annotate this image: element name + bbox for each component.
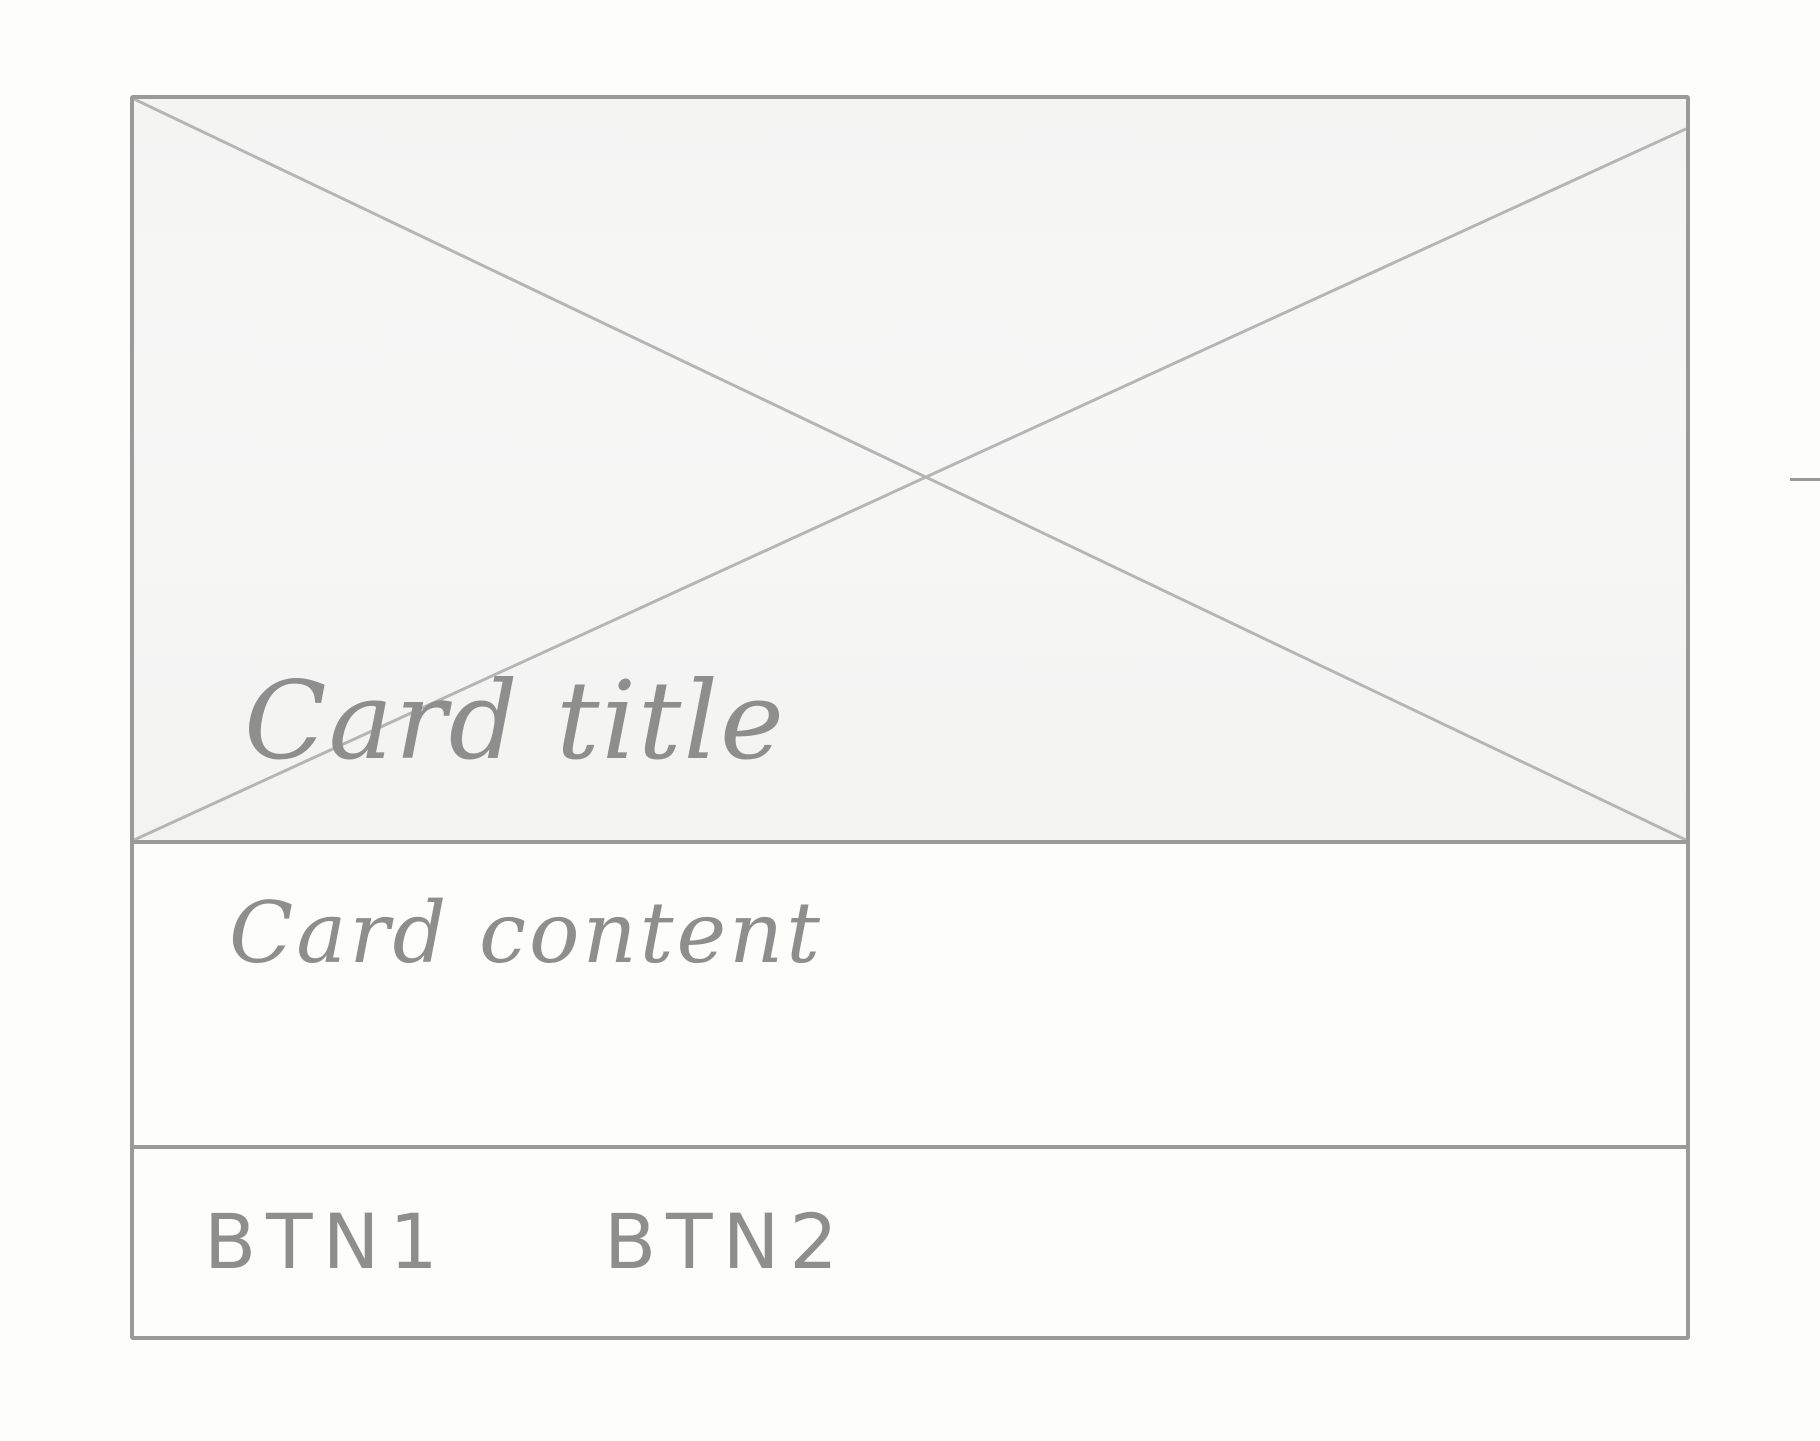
edge-tick-mark — [1790, 478, 1820, 481]
image-placeholder-icon — [134, 99, 1686, 840]
card-actions: BTN1 BTN2 — [134, 1149, 1686, 1340]
card-title: Card title — [244, 659, 786, 784]
btn1-button[interactable]: BTN1 — [204, 1197, 448, 1286]
card-media: Card title — [134, 99, 1686, 844]
btn2-button[interactable]: BTN2 — [604, 1197, 848, 1286]
card-content-text: Card content — [229, 884, 824, 982]
card: Card title Card content BTN1 BTN2 — [130, 95, 1690, 1340]
card-body: Card content — [134, 844, 1686, 1149]
